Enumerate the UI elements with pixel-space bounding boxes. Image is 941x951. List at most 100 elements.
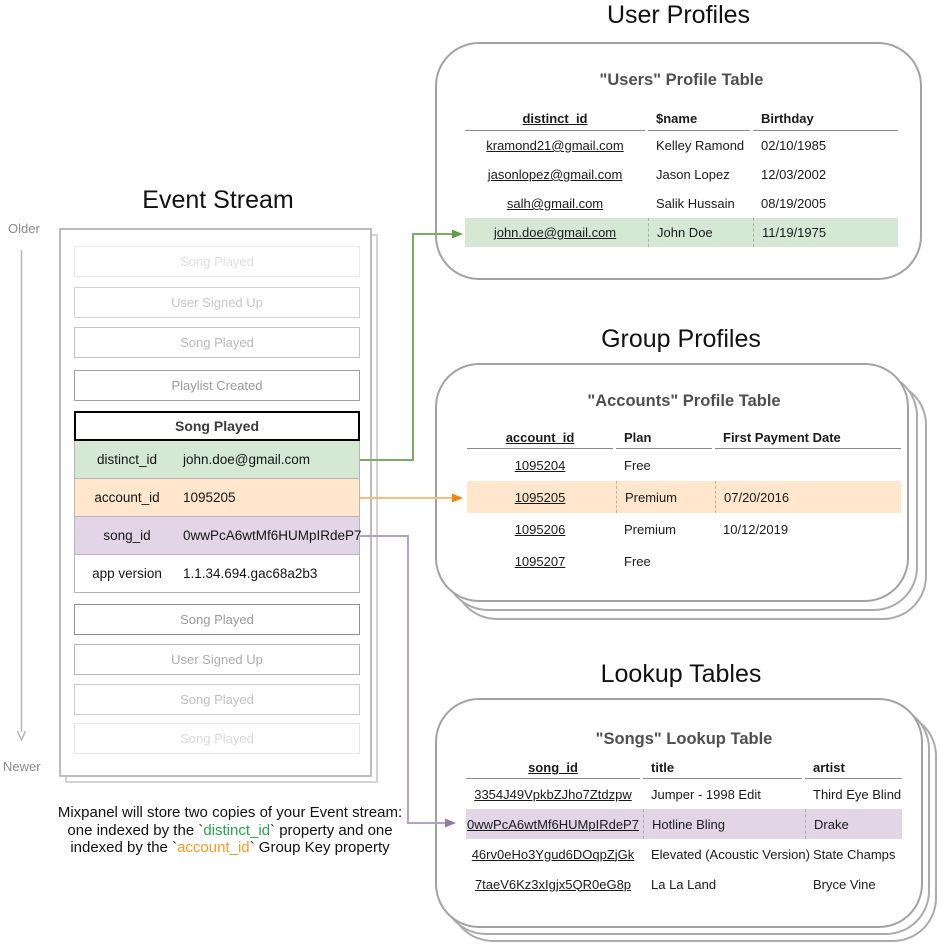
songs-lookup-card: "Songs" Lookup Table song_id title artis… (435, 698, 923, 928)
cell-distinct-id: john.doe@gmail.com (493, 225, 617, 240)
column-header-title: title (643, 757, 802, 779)
table-row: kramond21@gmail.com Kelley Ramond 02/10/… (465, 131, 898, 160)
footer-line-3: indexed by the `account_id` Group Key pr… (40, 839, 420, 857)
event-item-label: User Signed Up (171, 652, 263, 667)
cell-distinct-id: jasonlopez@gmail.com (487, 167, 623, 182)
footer-distinct-id-keyword: distinct_id (203, 821, 271, 839)
table-row: jasonlopez@gmail.com Jason Lopez 12/03/2… (465, 160, 898, 189)
column-header-first-payment-date: First Payment Date (715, 427, 901, 449)
cell-title: Jumper - 1998 Edit (651, 786, 761, 802)
cell-birthday: 02/10/1985 (761, 138, 827, 153)
timeline-newer-label: Newer (3, 759, 41, 774)
cell-name: Salik Hussain (656, 196, 735, 211)
cell-name: Kelley Ramond (656, 138, 745, 153)
property-value: john.doe@gmail.com (183, 452, 311, 467)
cell-artist: Drake (805, 809, 902, 839)
event-item-label: User Signed Up (171, 295, 263, 310)
table-header-row: account_id Plan First Payment Date (467, 427, 901, 449)
column-header-account-id: account_id (467, 427, 613, 449)
table-row: 1095204 Free (467, 449, 901, 481)
highlighted-row-hotline-bling: 0wwPcA6wtMf6HUMpIRdeP7 Hotline Bling Dra… (466, 809, 902, 839)
cell-plan: Premium (616, 481, 712, 513)
cell-plan: Premium (624, 521, 677, 537)
footer-text: indexed by the ` (70, 839, 178, 856)
table-row: 46rv0eHo3Ygud6DOqpZjGk Elevated (Acousti… (466, 839, 902, 869)
column-header-song-id: song_id (466, 757, 640, 779)
footer-note: Mixpanel will store two copies of your E… (40, 804, 420, 857)
property-value: 0wwPcA6wtMf6HUMpIRdeP7 (183, 528, 362, 543)
event-item-label: Song Played (180, 731, 254, 746)
event-item: User Signed Up (74, 287, 360, 318)
highlighted-row-john-doe: john.doe@gmail.com John Doe 11/19/1975 (465, 218, 898, 247)
property-key: account_id (94, 490, 160, 505)
cell-birthday: 11/19/1975 (753, 218, 898, 247)
column-header-artist: artist (805, 757, 902, 779)
event-property-row-app-version: app version 1.1.34.694.gac68a2b3 (74, 555, 360, 593)
event-property-row-account-id: account_id 1095205 (74, 479, 360, 517)
cell-first-payment-date: 10/12/2019 (723, 521, 789, 537)
event-item-label: Song Played (180, 335, 254, 350)
event-item: Song Played (74, 723, 360, 754)
event-item: Playlist Created (74, 370, 360, 401)
event-stream-title: Event Stream (142, 186, 294, 214)
cell-first-payment-date: 07/20/2016 (715, 481, 901, 513)
table-row: salh@gmail.com Salik Hussain 08/19/2005 (465, 189, 898, 218)
cell-plan: Free (624, 457, 651, 473)
footer-text: ` property and one (270, 821, 393, 839)
event-item-label: Playlist Created (171, 378, 263, 393)
event-property-row-song-id: song_id 0wwPcA6wtMf6HUMpIRdeP7 (74, 517, 362, 555)
cell-song-id: 0wwPcA6wtMf6HUMpIRdeP7 (467, 816, 639, 832)
property-key: app version (92, 566, 162, 581)
property-value: 1.1.34.694.gac68a2b3 (183, 566, 318, 581)
cell-artist: Bryce Vine (813, 876, 876, 892)
group-profiles-section-title: Group Profiles (601, 325, 761, 353)
table-row: 1095206 Premium 10/12/2019 (467, 513, 901, 545)
lookup-tables-section-title: Lookup Tables (600, 660, 762, 688)
event-item: User Signed Up (74, 644, 360, 675)
column-header-distinct-id: distinct_id (465, 107, 645, 131)
property-value: 1095205 (183, 490, 236, 505)
songs-table: song_id title artist 3354J49VpkbZJho7Ztd… (466, 757, 902, 899)
cell-song-id: 3354J49VpkbZJho7Ztdzpw (474, 786, 632, 802)
event-item: Song Played (74, 327, 360, 358)
cell-first-payment-date (715, 449, 901, 481)
footer-line-1: Mixpanel will store two copies of your E… (57, 804, 403, 821)
users-table: distinct_id $name Birthday kramond21@gma… (465, 107, 898, 247)
cell-account-id: 1095207 (514, 553, 566, 569)
footer-account-id-keyword: account_id (177, 839, 250, 856)
column-header-plan: Plan (616, 427, 712, 449)
table-header-row: song_id title artist (466, 757, 902, 779)
cell-account-id: 1095206 (514, 521, 566, 537)
footer-text: one indexed by the ` (67, 821, 204, 839)
cell-artist: Third Eye Blind (813, 786, 902, 802)
user-profiles-section-title: User Profiles (606, 1, 751, 29)
expanded-event-header: Song Played (74, 411, 360, 441)
cell-artist: State Champs (813, 846, 896, 862)
highlighted-row-1095205: 1095205 Premium 07/20/2016 (467, 481, 901, 513)
cell-birthday: 08/19/2005 (761, 196, 827, 211)
event-stream-box: Song Played User Signed Up Song Played P… (59, 228, 372, 777)
cell-account-id: 1095204 (514, 457, 566, 473)
table-row: 7taeV6Kz3xIgjx5QR0eG8p La La Land Bryce … (466, 869, 902, 899)
cell-title: Hotline Bling (643, 809, 802, 839)
cell-account-id: 1095205 (514, 489, 566, 505)
accounts-profile-card: "Accounts" Profile Table account_id Plan… (435, 363, 909, 602)
property-key: distinct_id (96, 452, 158, 467)
expanded-event-name: Song Played (174, 418, 260, 434)
event-item: Song Played (74, 246, 360, 277)
event-item: Song Played (74, 684, 360, 715)
cell-title: Elevated (Acoustic Version) (651, 846, 810, 862)
timeline-older-label: Older (8, 221, 40, 236)
table-row: 1095207 Free (467, 545, 901, 577)
cell-song-id: 46rv0eHo3Ygud6DOqpZjGk (471, 846, 635, 862)
cell-name: John Doe (648, 218, 750, 247)
table-row: 3354J49VpkbZJho7Ztdzpw Jumper - 1998 Edi… (466, 779, 902, 809)
cell-name: Jason Lopez (656, 167, 730, 182)
cell-plan: Free (624, 553, 651, 569)
cell-distinct-id: kramond21@gmail.com (486, 138, 624, 153)
column-header-birthday: Birthday (753, 107, 898, 131)
cell-distinct-id: salh@gmail.com (506, 196, 604, 211)
users-profile-card: "Users" Profile Table distinct_id $name … (435, 42, 922, 280)
event-item-label: Song Played (180, 612, 254, 627)
